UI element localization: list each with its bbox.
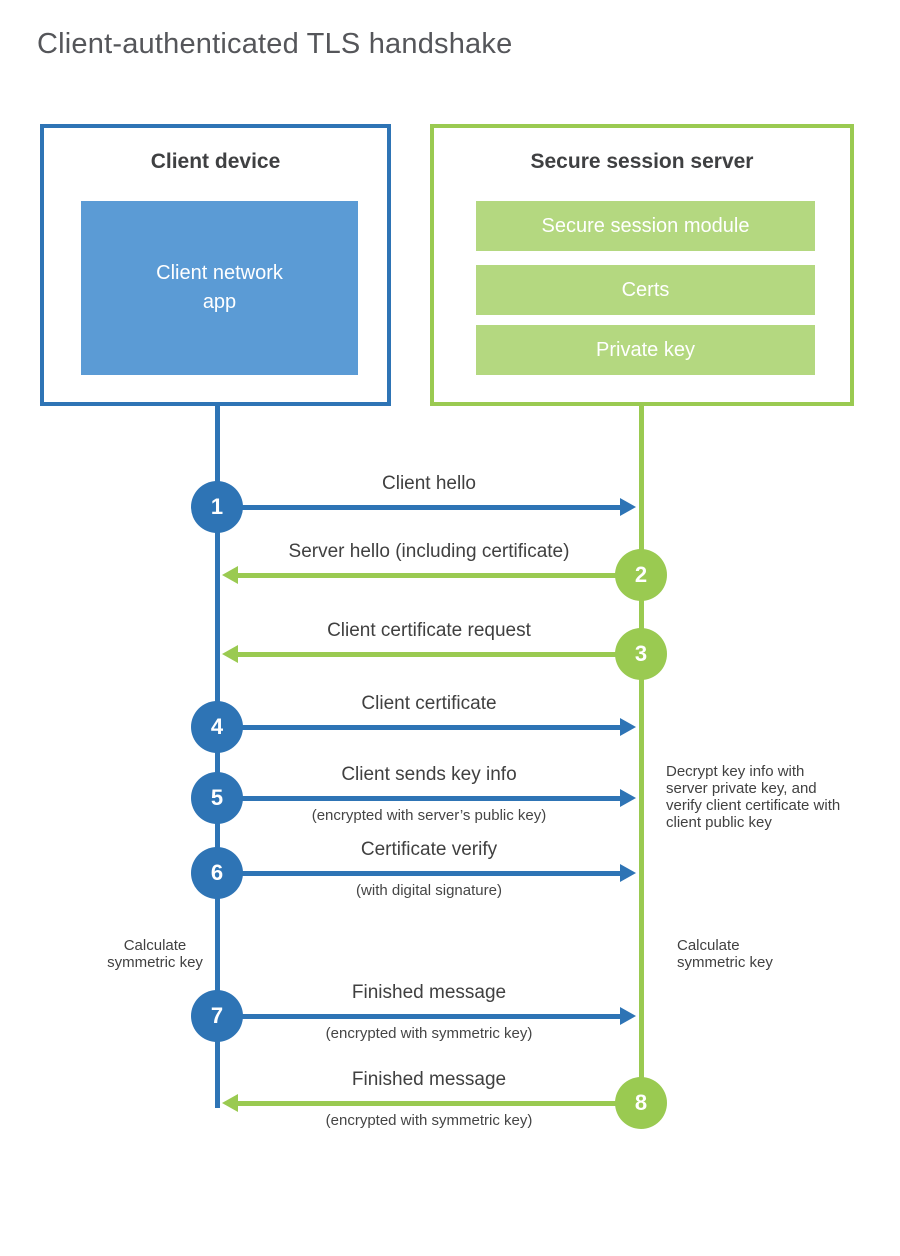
step-2-badge: 2 <box>615 549 667 601</box>
server-module-secure-session-module: Secure session module <box>476 201 815 251</box>
step-7-badge: 7 <box>191 990 243 1042</box>
step-1-label: Client hello <box>382 473 476 494</box>
step-1-badge: 1 <box>191 481 243 533</box>
arrow-right-icon <box>222 718 636 736</box>
step-5-badge: 5 <box>191 772 243 824</box>
step-4-label: Client certificate <box>361 693 497 714</box>
secure-session-server-box: Secure session server Secure session mod… <box>430 124 854 406</box>
step-5-sublabel: (encrypted with server’s public key) <box>311 807 547 824</box>
step-7-sublabel: (encrypted with symmetric key) <box>325 1025 533 1042</box>
page-title: Client-authenticated TLS handshake <box>37 28 513 60</box>
step-2-label: Server hello (including certificate) <box>288 541 570 562</box>
arrow-left-icon <box>222 645 621 663</box>
arrow-left-icon <box>222 566 621 584</box>
server-module-private-key: Private key <box>476 325 815 375</box>
client-network-app-box: Client network app <box>81 201 358 375</box>
client-lifeline <box>215 406 220 1108</box>
step-6-label: Certificate verify <box>360 839 498 860</box>
server-module-certs: Certs <box>476 265 815 315</box>
step-4-badge: 4 <box>191 701 243 753</box>
step-8-badge: 8 <box>615 1077 667 1129</box>
arrow-left-icon <box>222 1094 621 1112</box>
arrow-right-icon <box>222 1007 636 1025</box>
calculate-symmetric-key-server: Calculate symmetric key <box>677 937 773 971</box>
step-3-label: Client certificate request <box>327 620 531 641</box>
step-5-label: Client sends key info <box>341 764 517 785</box>
step-8-sublabel: (encrypted with symmetric key) <box>325 1112 533 1129</box>
calculate-symmetric-key-client: Calculate symmetric key <box>107 937 203 971</box>
secure-session-server-title: Secure session server <box>530 150 754 173</box>
server-decrypt-note: Decrypt key info with server private key… <box>666 763 841 831</box>
step-3-badge: 3 <box>615 628 667 680</box>
step-7-label: Finished message <box>351 982 507 1003</box>
client-device-box: Client device Client network app <box>40 124 391 406</box>
step-6-badge: 6 <box>191 847 243 899</box>
arrow-right-icon <box>222 789 636 807</box>
step-6-sublabel: (with digital signature) <box>356 882 502 899</box>
step-8-label: Finished message <box>351 1069 507 1090</box>
client-device-title: Client device <box>150 150 281 173</box>
arrow-right-icon <box>222 498 636 516</box>
arrow-right-icon <box>222 864 636 882</box>
server-lifeline <box>639 406 644 1080</box>
